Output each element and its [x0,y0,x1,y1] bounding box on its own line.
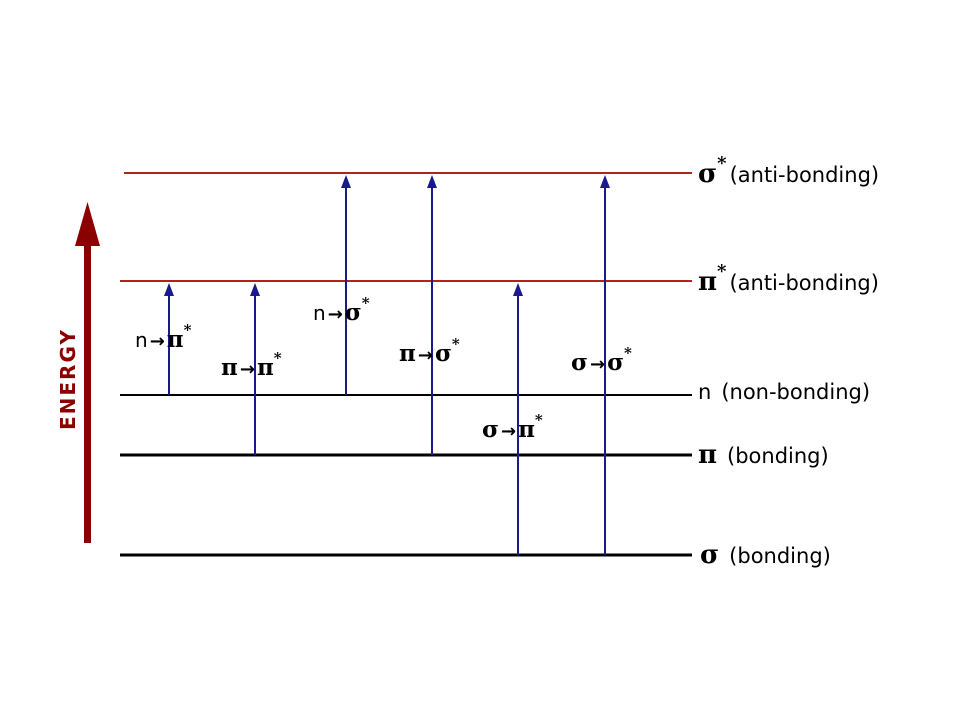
sigma-sigma-star-arrowhead [600,175,610,188]
n-symbol: n [698,380,711,404]
svg-text:σ(bonding): σ (bonding) [700,540,831,570]
n-level-label: n (non-bonding) [698,380,870,404]
pi-star-sup: * [717,261,727,282]
n-pi-star-label: n→π* [135,321,192,353]
n-desc: (non-bonding) [721,380,870,404]
pi-desc: (bonding) [727,444,829,468]
svg-text:π(bonding): π (bonding) [698,440,829,470]
svg-text:σ*(anti-bonding): σ*(anti-bonding) [698,153,879,189]
pi-star-symbol: π [698,267,717,297]
pi-star-desc: (anti-bonding) [729,271,879,295]
energy-axis-label: ENERGY [56,328,80,430]
pi-sigma-star-label: π→σ* [399,335,460,367]
svg-text:π*(anti-bonding): π*(anti-bonding) [698,261,879,297]
sigma-star-desc: (anti-bonding) [730,163,880,187]
energy-arrow-head [75,202,100,246]
sigma-sigma-star-label: σ→σ* [571,344,632,376]
n-pi-star-arrowhead [164,283,174,296]
pi-level-label: π (bonding) [698,440,829,470]
pi-symbol: π [698,440,717,470]
pi-pi-star-arrowhead [250,283,260,296]
n-sigma-star-arrowhead [341,175,351,188]
sigma-symbol: σ [700,540,719,570]
n-sigma-star-label: n→σ* [313,294,370,326]
pi-pi-star-label: π→π* [221,349,282,381]
sigma-pi-star-arrowhead [513,283,523,296]
sigma-level-label: σ (bonding) [700,540,831,570]
svg-text:n(non-bonding): n (non-bonding) [698,380,870,404]
energy-arrow-shaft [84,238,91,543]
sigma-star-level-label: σ*(anti-bonding) [698,153,879,189]
sigma-star-sup: * [717,153,727,174]
transition-arrows [164,175,610,555]
sigma-desc: (bonding) [729,544,831,568]
sigma-pi-star-label: σ→π* [482,411,543,443]
energy-axis: ENERGY [56,202,100,543]
pi-star-level-label: π*(anti-bonding) [698,261,879,297]
sigma-star-symbol: σ [698,159,717,189]
pi-sigma-star-arrowhead [427,175,437,188]
